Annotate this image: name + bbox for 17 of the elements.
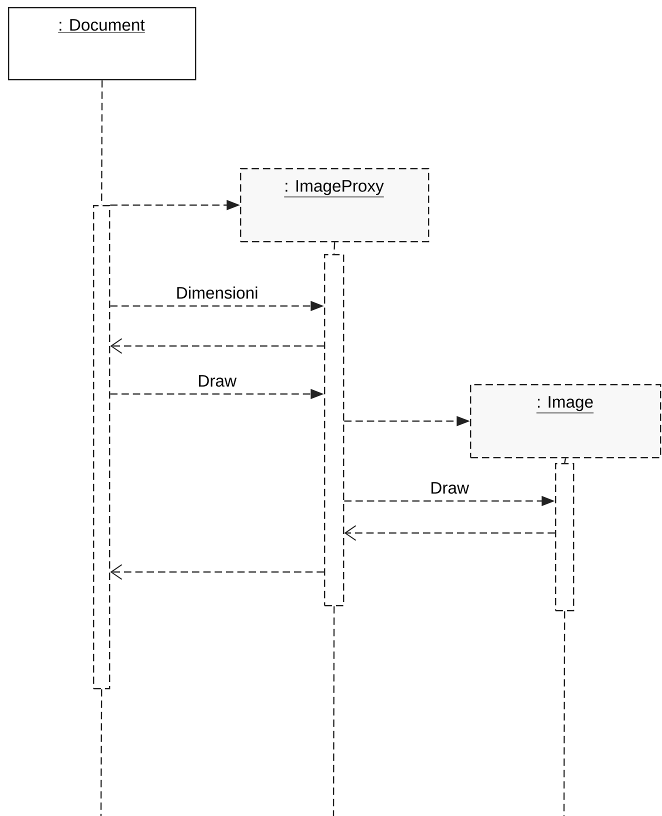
- edge-label: Dimensioni: [174, 285, 260, 300]
- activation-bar: [555, 463, 574, 612]
- object-box: : Document: [8, 7, 196, 80]
- lifeline: [100, 689, 102, 816]
- return-arrow: [110, 564, 324, 580]
- return-arrow: [110, 338, 324, 354]
- return-arrow: [344, 525, 555, 541]
- lifeline: [564, 458, 566, 464]
- edge-label: Draw: [196, 374, 238, 388]
- lifeline: [563, 611, 566, 816]
- object-box: : ImageProxy: [240, 168, 430, 242]
- edge-label: Draw: [428, 480, 470, 496]
- lifeline: [334, 242, 336, 254]
- activation-bar: [93, 205, 110, 690]
- lifeline: [332, 606, 335, 816]
- object-box: : Image: [470, 384, 662, 458]
- activation-bar: [324, 254, 344, 606]
